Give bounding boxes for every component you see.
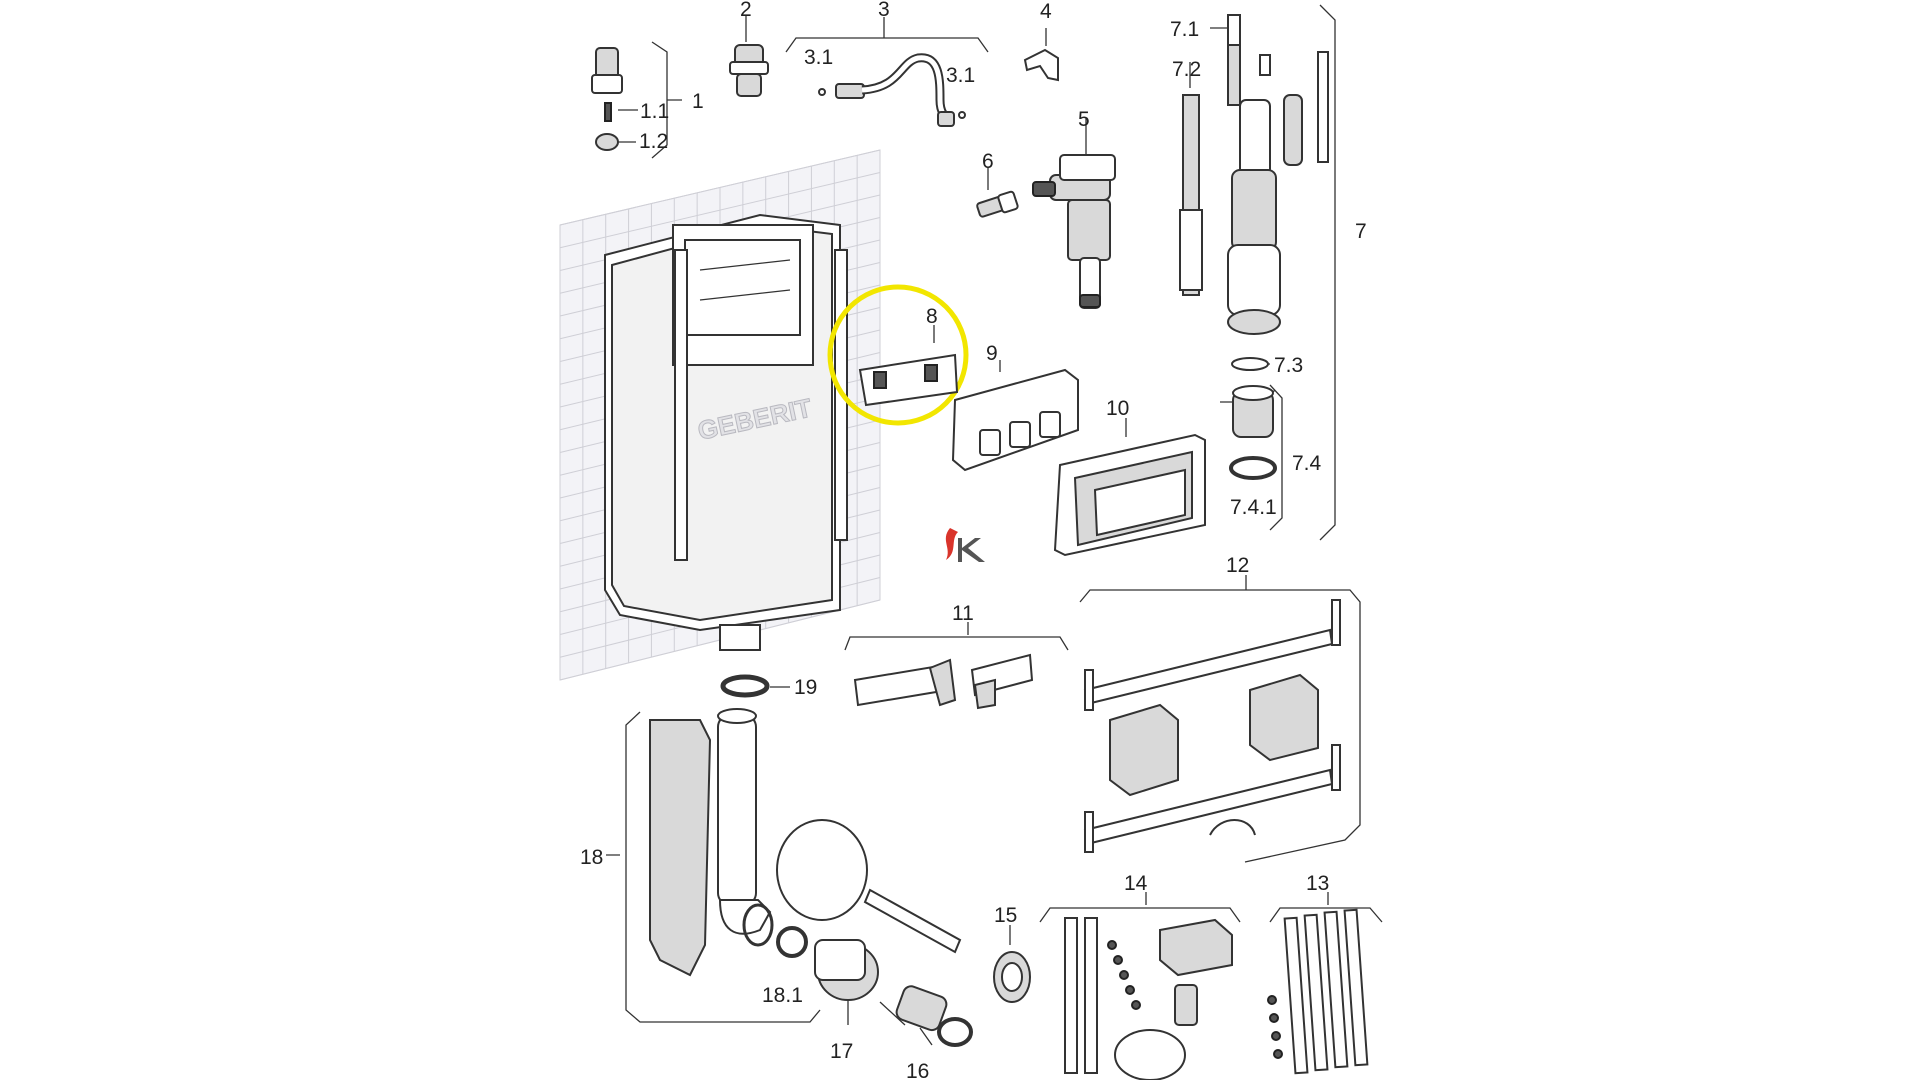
- label-16: 16: [906, 1060, 929, 1080]
- label-18: 18: [580, 846, 603, 869]
- part-7-flush-valve: [1179, 4, 1336, 541]
- label-7-3: 7.3: [1274, 354, 1303, 377]
- label-6: 6: [982, 150, 994, 173]
- label-15: 15: [994, 904, 1017, 927]
- part-16-connector: [879, 985, 973, 1047]
- label-4: 4: [1040, 0, 1052, 23]
- label-7: 7: [1355, 220, 1367, 243]
- label-1-2: 1.2: [639, 130, 668, 153]
- part-17-elbow-connector: [814, 939, 879, 1025]
- label-8: 8: [926, 305, 938, 328]
- label-10: 10: [1106, 397, 1129, 420]
- part-12-fastening-set: [1079, 575, 1361, 863]
- highlight-circle: [827, 284, 969, 426]
- part-labels: 1 1.1 1.2 2 3 3.1 3.1 4 5 6 7 7.1 7.2 7.…: [580, 0, 1367, 1080]
- part-1-angle-valve: [591, 41, 682, 159]
- label-3: 3: [878, 0, 890, 21]
- label-12: 12: [1226, 554, 1249, 577]
- part-5-fill-valve: [1032, 118, 1116, 309]
- label-7-4-1: 7.4.1: [1230, 496, 1277, 519]
- label-19: 19: [794, 676, 817, 699]
- cistern-tank: GEBERIT: [559, 149, 881, 681]
- label-13: 13: [1306, 872, 1329, 895]
- part-3-flex-hose: [785, 17, 989, 127]
- part-8-frame-adapter: [827, 284, 969, 426]
- part-19-seal-ring: [720, 674, 790, 698]
- drain-pipe: [776, 819, 962, 954]
- label-7-4: 7.4: [1292, 452, 1322, 475]
- part-15-seal: [993, 925, 1031, 1003]
- part-6-nipple: [976, 167, 1019, 218]
- label-11: 11: [952, 602, 974, 625]
- label-1-1: 1.1: [640, 100, 669, 123]
- grid-line: [559, 172, 881, 249]
- label-5: 5: [1078, 108, 1090, 131]
- part-4-bracket: [1023, 28, 1059, 82]
- label-7-2: 7.2: [1172, 58, 1201, 81]
- grid-line: [559, 149, 881, 226]
- part-9-mounting-plate: [951, 360, 1079, 472]
- label-7-1: 7.1: [1170, 18, 1199, 41]
- label-3-1-left: 3.1: [804, 46, 833, 69]
- label-1: 1: [692, 90, 704, 113]
- part-14-mounting-set: [1039, 892, 1241, 1080]
- label-3-1-right: 3.1: [946, 64, 975, 87]
- label-18-1: 18.1: [762, 984, 803, 1007]
- label-17: 17: [830, 1040, 853, 1063]
- part-18-flush-bend: [606, 708, 821, 1023]
- part-13-anchor-strips: [1267, 892, 1383, 1075]
- label-14: 14: [1124, 872, 1148, 895]
- label-2: 2: [740, 0, 752, 21]
- label-9: 9: [986, 342, 998, 365]
- part-10-protection-cover: [1053, 418, 1206, 557]
- watermark-logo: [945, 528, 985, 562]
- part-2-fitting: [729, 15, 769, 97]
- part-11-brackets: [844, 622, 1069, 710]
